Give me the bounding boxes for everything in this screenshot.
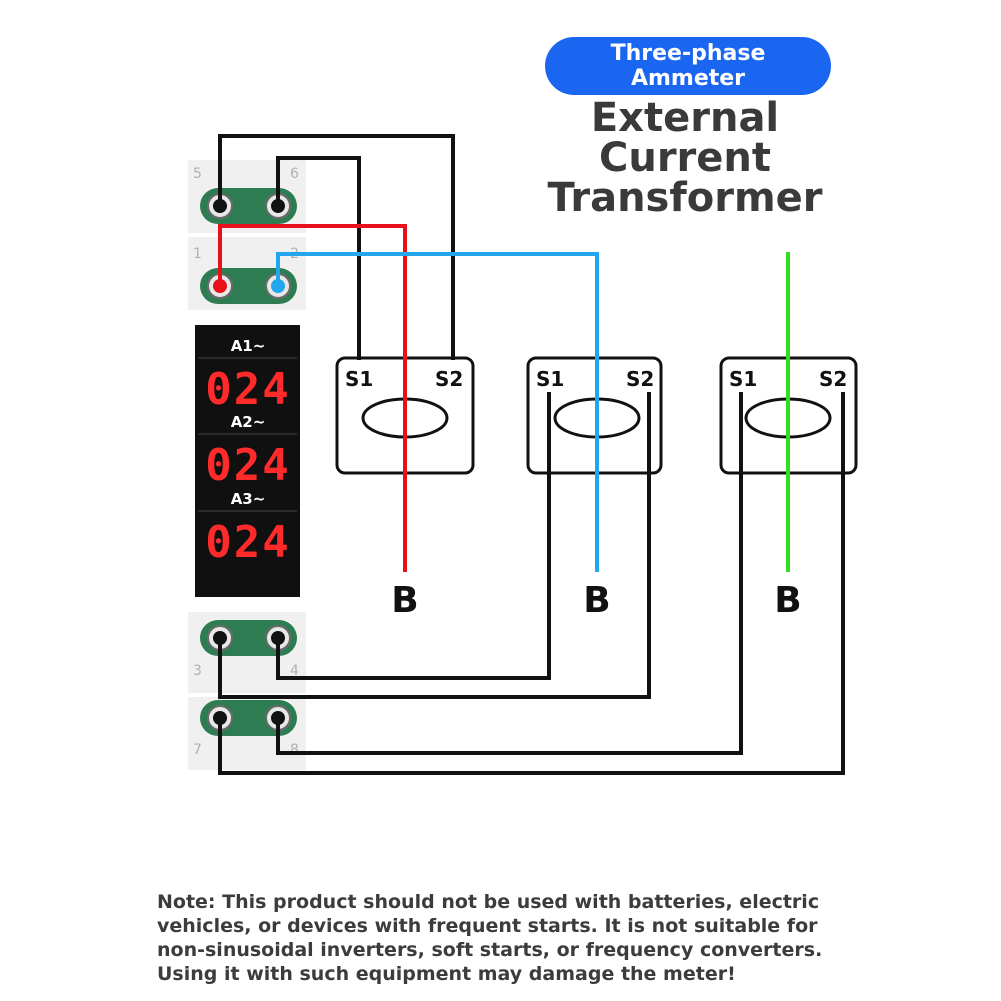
terminal-number: 7 [193, 742, 202, 758]
ct3-s2-label: S2 [819, 367, 847, 391]
wire-terminal3-ct2-s2 [218, 392, 651, 699]
ct2-s2-label: S2 [626, 367, 654, 391]
connection-dot [271, 711, 285, 725]
note-line-1: Note: This product should not be used wi… [157, 891, 820, 913]
connection-dot [213, 199, 227, 213]
connection-dot [213, 631, 227, 645]
phase-label-3: B [774, 580, 801, 621]
product-badge: Three-phase Ammeter [545, 37, 831, 95]
ammeter-device: 5 6 1 2 3 4 7 8 A1~ A2~ A3~ 024 024 024 [188, 160, 306, 770]
connection-dot [271, 631, 285, 645]
connection-dot [213, 279, 227, 293]
current-transformer-2: S1 S2 [526, 356, 663, 475]
page-title: External Current Transformer [500, 98, 870, 218]
terminal-number: 1 [193, 246, 202, 262]
channel-label-a2: A2~ [231, 413, 266, 431]
wire-terminal4-ct2-s1 [276, 392, 551, 680]
terminal-number: 6 [290, 166, 299, 182]
ct1-s2-label: S2 [435, 367, 463, 391]
ct3-s1-label: S1 [729, 367, 757, 391]
note-line-3: non-sinusoidal inverters, soft starts, o… [157, 939, 823, 961]
terminal-number: 8 [290, 742, 299, 758]
terminal-number: 3 [193, 663, 202, 679]
wire-terminal7-ct3-s2 [218, 392, 845, 775]
channel-reading-a1: 024 [205, 364, 290, 415]
wire-terminal8-ct3-s1 [276, 392, 743, 755]
badge-line-2: Ammeter [630, 66, 746, 91]
phase-label-1: B [391, 580, 418, 621]
phase-label-2: B [583, 580, 610, 621]
connection-dot [213, 711, 227, 725]
display-panel [195, 325, 300, 597]
note-line-2: vehicles, or devices with frequent start… [157, 915, 818, 937]
connection-dot [271, 199, 285, 213]
warning-note: Note: This product should not be used wi… [157, 890, 857, 986]
channel-reading-a3: 024 [205, 517, 290, 568]
ct1-s1-label: S1 [345, 367, 373, 391]
wire-terminal6-ct1-s1 [276, 156, 361, 360]
badge-line-1: Three-phase [610, 41, 766, 66]
terminal-number: 4 [290, 663, 299, 679]
note-line-4: Using it with such equipment may damage … [157, 963, 736, 985]
wire-terminal5-ct1-s2 [218, 134, 455, 360]
terminal-number: 5 [193, 166, 202, 182]
connection-dot [271, 279, 285, 293]
title-line-1: External Current [590, 95, 780, 181]
wire-blue-phase [276, 252, 599, 572]
channel-label-a1: A1~ [231, 337, 266, 355]
channel-reading-a2: 024 [205, 440, 290, 491]
channel-label-a3: A3~ [231, 490, 266, 508]
ct2-s1-label: S1 [536, 367, 564, 391]
wire-red-phase [218, 224, 407, 572]
title-line-2: Transformer [547, 175, 823, 221]
